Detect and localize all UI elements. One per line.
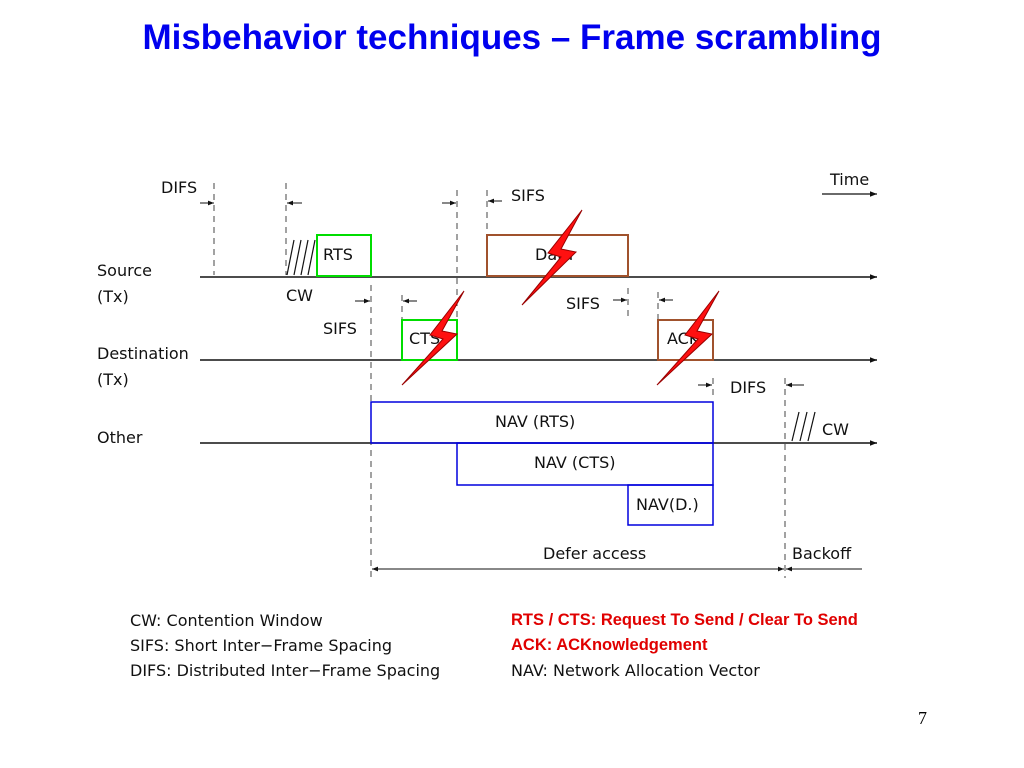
page-number: 7 <box>918 708 927 728</box>
legend-right: RTS / CTS: Request To Send / Clear To Se… <box>511 608 858 683</box>
row-label-source-tx: (Tx) <box>97 287 129 306</box>
legend-rts-cts: RTS / CTS: Request To Send / Clear To Se… <box>511 611 858 629</box>
row-label-source: Source <box>97 261 152 280</box>
legend-ack: ACK: ACKnowledgement <box>511 636 708 654</box>
lightning-bolt-icon <box>401 290 465 386</box>
lightning-bolt-icon <box>521 209 583 306</box>
cw-source-label: CW <box>286 286 313 305</box>
sifs-destination-label: SIFS <box>323 319 357 338</box>
rts-frame-label: RTS <box>323 245 353 264</box>
row-label-destination-tx: (Tx) <box>97 370 129 389</box>
ack-frame <box>657 319 714 361</box>
legend-cw: CW: Contention Window <box>130 611 323 630</box>
slide-title: Misbehavior techniques – Frame scramblin… <box>142 18 882 57</box>
legend-sifs: SIFS: Short Inter−Frame Spacing <box>130 636 393 655</box>
nav-cts-box <box>456 442 714 486</box>
row-label-other: Other <box>97 428 143 447</box>
backoff-label: Backoff <box>792 544 852 563</box>
row-label-destination: Destination <box>97 344 189 363</box>
defer-access-label: Defer access <box>543 544 646 563</box>
sifs-destination-label-2: SIFS <box>566 294 600 313</box>
legend-left: CW: Contention Window SIFS: Short Inter−… <box>130 608 440 683</box>
nav-rts-label: NAV (RTS) <box>495 412 575 431</box>
cw-other-hatch <box>791 411 816 442</box>
nav-data-label: NAV(D.) <box>636 495 699 514</box>
rts-frame <box>316 234 372 277</box>
nav-cts-label: NAV (CTS) <box>534 453 616 472</box>
sifs-source-label: SIFS <box>511 186 545 205</box>
difs-other-label: DIFS <box>730 378 766 397</box>
dashed-guides <box>213 183 786 578</box>
cw-source-hatch <box>286 239 316 276</box>
nav-data-box <box>627 484 714 526</box>
data-frame <box>486 234 629 277</box>
difs-source-label: DIFS <box>161 178 197 197</box>
lightning-bolt-icon <box>656 290 720 386</box>
time-label: Time <box>829 170 869 189</box>
cw-other-label: CW <box>822 420 849 439</box>
legend-nav: NAV: Network Allocation Vector <box>511 661 760 680</box>
legend-difs: DIFS: Distributed Inter−Frame Spacing <box>130 661 441 680</box>
